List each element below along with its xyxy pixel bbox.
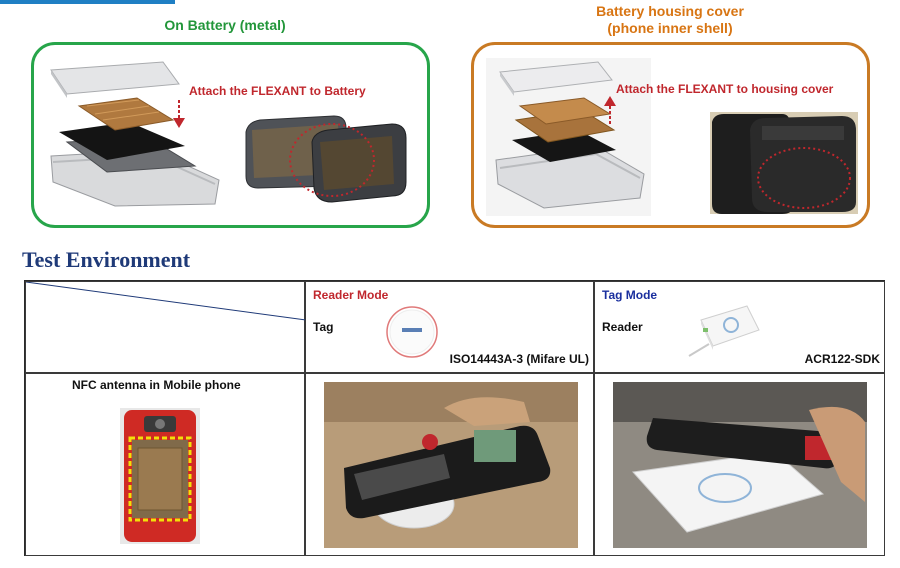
- housing-panel-title: Battery housing cover (phone inner shell…: [540, 3, 800, 37]
- battery-exploded-illustration: [50, 61, 220, 207]
- tag-mode-photo: [613, 382, 867, 548]
- housing-panel-title-line1: Battery housing cover: [596, 3, 744, 19]
- housing-exploded-illustration: [486, 58, 651, 216]
- phone-antenna-cell: NFC antenna in Mobile phone: [25, 373, 305, 556]
- nfc-tag-sticker-icon: [386, 306, 438, 358]
- tag-mode-header-cell: Tag Mode Reader ACR122-SDK: [594, 281, 885, 373]
- reader-mode-tag-label: Tag: [313, 320, 334, 334]
- battery-attach-instruction: Attach the FLEXANT to Battery: [189, 84, 366, 98]
- tag-mode-label: Tag Mode: [602, 288, 658, 302]
- reader-mode-photo: [324, 382, 578, 548]
- tag-mode-photo-cell: [594, 373, 885, 556]
- corner-diagonal-line: [26, 282, 306, 321]
- test-environment-heading: Test Environment: [22, 247, 191, 272]
- housing-cover-panel: [471, 42, 870, 228]
- table-corner-cell: [25, 281, 306, 373]
- housing-panel-title-line2: (phone inner shell): [607, 20, 733, 36]
- reader-mode-tag-part: ISO14443A-3 (Mifare UL): [449, 352, 589, 366]
- reader-mode-label: Reader Mode: [313, 288, 389, 302]
- battery-panel: [31, 42, 430, 228]
- reader-mode-header-cell: Reader Mode Tag ISO14443A-3 (Mifare UL): [305, 281, 594, 373]
- battery-panel-title: On Battery (metal): [164, 17, 286, 33]
- phone-antenna-label: NFC antenna in Mobile phone: [72, 378, 241, 392]
- battery-photo-illustration: [245, 115, 407, 203]
- housing-photo-illustration: [710, 112, 858, 214]
- reader-mode-photo-cell: [305, 373, 594, 556]
- usb-nfc-reader-icon: [688, 305, 760, 357]
- tag-mode-reader-label: Reader: [602, 320, 643, 334]
- housing-attach-instruction: Attach the FLEXANT to housing cover: [616, 82, 834, 96]
- test-environment-table: Reader Mode Tag ISO14443A-3 (Mifare UL) …: [24, 280, 885, 556]
- phone-antenna-photo: [120, 408, 200, 544]
- tag-mode-reader-part: ACR122-SDK: [804, 352, 880, 366]
- top-accent-bar: [0, 0, 175, 4]
